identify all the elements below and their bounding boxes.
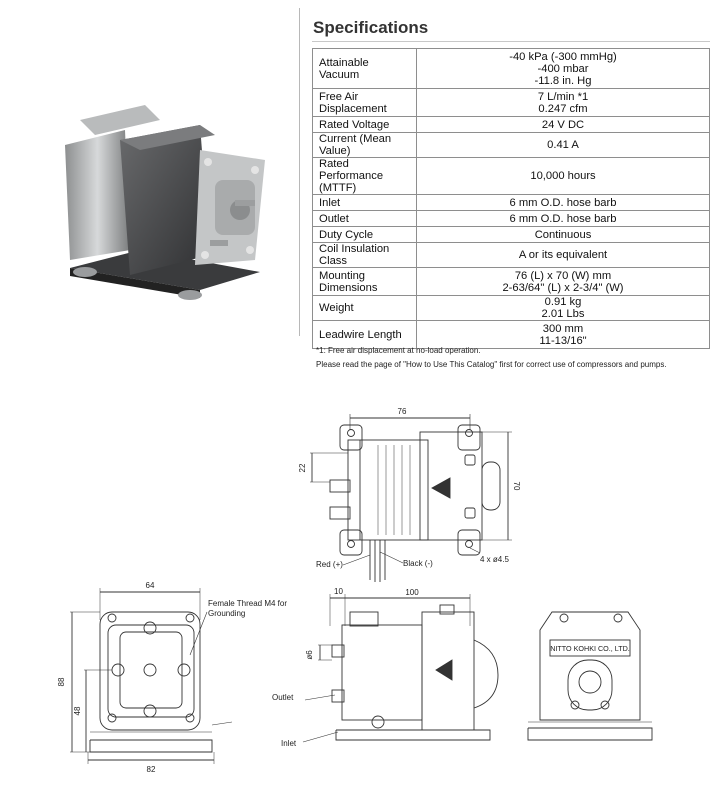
thread-note-line-2: Grounding [208,609,245,618]
spec-value-line: -400 mbar [537,62,589,75]
spec-value-line: 6 mm O.D. hose barb [509,196,617,209]
spec-value-line: Continuous [534,228,592,241]
spec-value-line: -11.8 in. Hg [534,74,592,87]
top-width-dimension: 76 [398,407,407,416]
red-wire-label: Red (+) [316,560,343,569]
spec-value: 10,000 hours [416,157,710,195]
spec-label-line: Inlet [319,196,341,209]
spec-label-line: Displacement [319,102,387,115]
front-view-drawing [70,588,233,764]
spec-value: 0.41 A [416,132,710,158]
catalog-note: Please read the page of "How to Use This… [316,360,667,369]
spec-label-line: Outlet [319,212,349,225]
outlet-label: Outlet [272,693,294,702]
front-base-dimension: 82 [147,765,156,774]
spec-label: Leadwire Length [312,320,417,349]
spec-value-line: 0.91 kg [544,296,582,308]
spec-value-line: -40 kPa (-300 mmHg) [509,50,617,63]
spec-value-line: 7 L/min *1 [537,90,589,103]
spec-label-line: (MTTF) [319,182,357,194]
spec-row: Duty Cycle Continuous [312,226,710,243]
spec-value-line: 24 V DC [541,118,585,131]
rear-view-drawing [527,611,653,741]
top-height-dimension: 70 [512,482,521,491]
spec-value-line: 0.41 A [547,139,579,151]
holes-label: 4 x ø4.5 [480,555,509,564]
spec-value-line: 2-63/64" (L) x 2-3/4" (W) [502,281,624,294]
front-mid-dimension: 48 [73,706,82,715]
black-wire-label: Black (-) [403,559,433,568]
product-photo [65,105,265,300]
thread-note-line-1: Female Thread M4 for [208,599,287,608]
spec-label-line: Current (Mean Value) [319,133,392,157]
spec-row: Rated Voltage 24 V DC [312,116,710,133]
spec-value-line: 2.01 Lbs [541,308,585,320]
spec-row: Rated Performance(MTTF) 10,000 hours [312,157,710,195]
spec-label: Rated Performance(MTTF) [312,157,417,195]
side-view-drawing [302,594,499,743]
column-divider [299,8,300,336]
top-offset-dimension: 22 [298,463,307,472]
side-length-dimension: 100 [405,588,419,597]
spec-row: Current (Mean Value) 0.41 A [312,132,710,158]
spec-value-line: 6 mm O.D. hose barb [509,212,617,225]
spec-value-line: 76 (L) x 70 (W) mm [514,269,612,282]
title-divider [312,41,710,42]
spec-value-line: A or its equivalent [518,249,608,261]
spec-label-line: Duty Cycle [319,228,374,241]
port-diameter-dimension: ø6 [305,650,314,660]
spec-label: Current (Mean Value) [312,132,417,158]
front-height-dimension: 88 [57,677,66,686]
side-offset-dimension: 10 [334,587,343,596]
front-width-dimension: 64 [146,581,155,590]
spec-label-line: Coil Insulation Class [319,243,390,267]
specifications-table: Attainable Vacuum -40 kPa (-300 mmHg)-400… [312,48,710,349]
top-view-drawing [310,414,512,582]
spec-value-line: 10,000 hours [530,170,596,182]
spec-value: -40 kPa (-300 mmHg)-400 mbar-11.8 in. Hg [416,48,710,89]
spec-label: Coil Insulation Class [312,242,417,268]
spec-label: Duty Cycle [312,226,417,243]
spec-label-line: Rated Voltage [319,118,390,131]
spec-row: Inlet 6 mm O.D. hose barb [312,194,710,211]
spec-value-line: 0.247 cfm [538,102,588,115]
brand-label: NITTO KOHKI CO., LTD. [550,644,630,653]
footnote: *1: Free air displacement at no-load ope… [316,346,481,355]
inlet-label: Inlet [281,739,297,748]
spec-label-line: Free Air [319,90,359,103]
spec-label-line: Mounting Dimensions [319,269,378,294]
page-title: Specifications [313,18,429,37]
spec-label-line: Attainable Vacuum [319,56,369,81]
spec-row: Attainable Vacuum -40 kPa (-300 mmHg)-400… [312,48,710,89]
spec-label-line: Rated Performance [319,158,384,182]
spec-value-line: 11-13/16" [539,334,587,347]
spec-value-line: 300 mm [542,322,584,335]
spec-label-line: Weight [319,302,354,314]
spec-label-line: Leadwire Length [319,328,402,341]
